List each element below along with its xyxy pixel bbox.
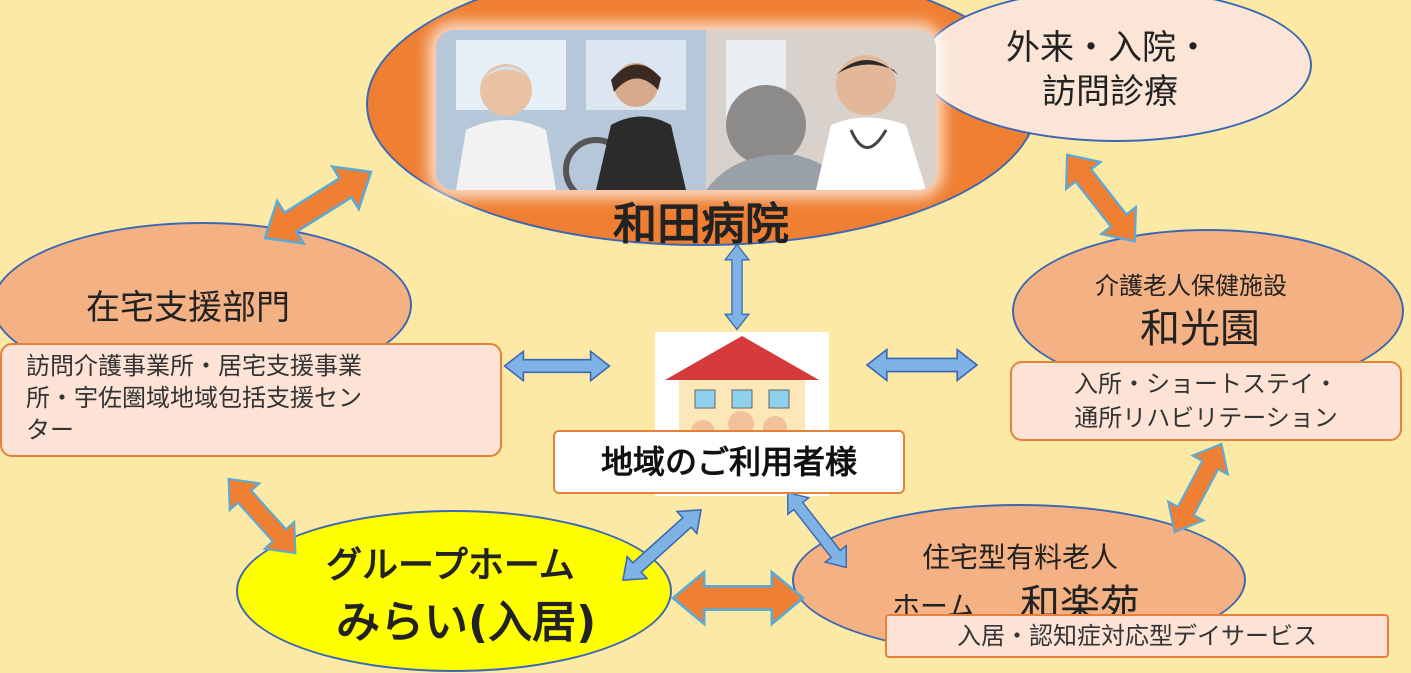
arrow-center-warakuen <box>776 483 858 577</box>
outpatient-ellipse <box>920 0 1312 142</box>
homecare-services-box: 訪問介護事業所・居宅支援事業 所・宇佐圏域地域包括支援セン ター <box>0 343 502 457</box>
homecare-service-line: ター <box>26 416 74 444</box>
grouphome-line2: みらい(入居) <box>336 597 597 648</box>
homecare-title: 在宅支援部門 <box>86 288 290 328</box>
arrow-kokoen-center <box>866 348 978 382</box>
warakuen-services: 入居・認知症対応型デイサービス <box>957 622 1317 650</box>
arrow-outpatient-kokoen <box>1048 140 1154 256</box>
homecare-service-line: 訪問介護事業所・居宅支援事業 <box>26 352 362 380</box>
arrow-hospital-center <box>724 243 750 331</box>
kokoen-subtitle: 介護老人保健施設 <box>1095 272 1287 300</box>
center-label-box: 地域のご利用者様 <box>553 430 905 494</box>
kokoen-services-box: 入所・ショートステイ・ 通所リハビリテーション <box>1010 361 1402 441</box>
grouphome-line1: グループホーム <box>326 545 575 586</box>
arrow-homecare-center <box>503 350 611 382</box>
arrow-grouphome-warakuen <box>671 570 805 626</box>
grouphome-ellipse <box>236 510 672 672</box>
center-label: 地域のご利用者様 <box>600 443 857 481</box>
homecare-service-line: 所・宇佐圏域地域包括支援セン <box>26 384 362 412</box>
arrow-hospital-homecare <box>250 149 386 261</box>
kokoen-service-line: 通所リハビリテーション <box>1074 404 1338 432</box>
outpatient-line1: 外来・入院・ <box>1006 28 1210 68</box>
warakuen-line1: 住宅型有料老人 <box>922 541 1119 574</box>
arrow-kokoen-warakuen <box>1155 433 1241 543</box>
kokoen-title: 和光園 <box>1140 306 1260 352</box>
hospital-photo <box>436 30 936 190</box>
warakuen-services-box: 入居・認知症対応型デイサービス <box>885 614 1389 658</box>
kokoen-service-line: 入所・ショートステイ・ <box>1074 370 1338 398</box>
arrow-homecare-grouphome <box>212 464 312 568</box>
outpatient-line2: 訪問診療 <box>1042 72 1178 112</box>
hospital-name: 和田病院 <box>613 199 789 250</box>
